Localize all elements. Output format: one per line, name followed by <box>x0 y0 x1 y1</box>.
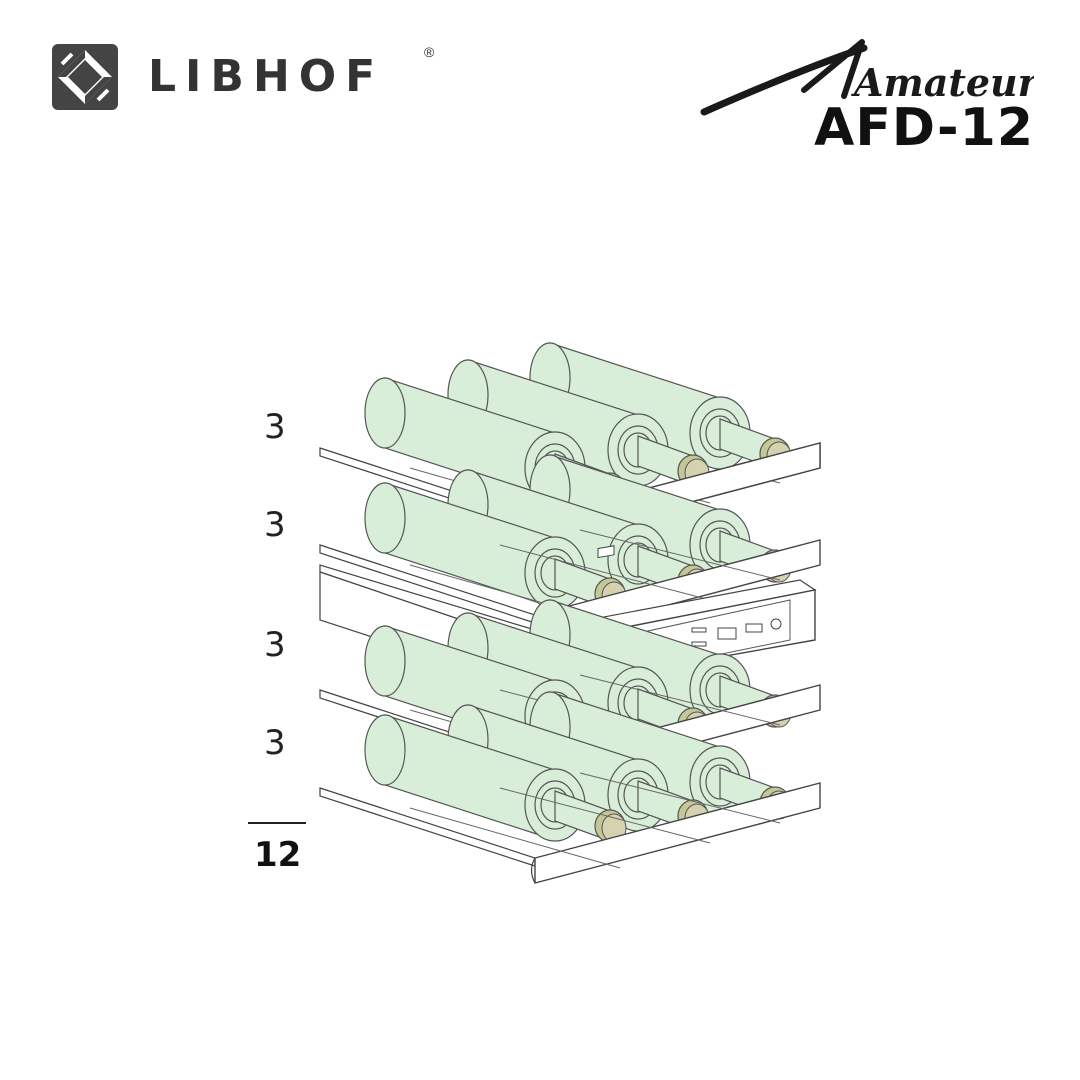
amateur-script-wordmark: Amateur <box>700 39 1034 116</box>
display-icon <box>745 623 763 633</box>
light-button-icon <box>770 618 782 630</box>
libhof-square-logo-icon <box>52 44 118 110</box>
model-title: Amateur AFD-12 <box>694 30 1034 160</box>
slot-icon <box>691 627 707 633</box>
shelf-1-count: 3 <box>264 407 286 447</box>
capacity-tally: 3 3 3 3 12 <box>240 0 320 1080</box>
sum-divider <box>248 822 306 824</box>
brand-logo: LIBHOF ® <box>52 44 434 110</box>
slot-icon <box>691 641 707 647</box>
shelf-3-count: 3 <box>264 625 286 665</box>
shelf-4-count: 3 <box>264 723 286 763</box>
total-count: 12 <box>254 835 302 875</box>
brand-name: LIBHOF <box>148 51 385 102</box>
display-icon <box>717 627 737 640</box>
registered-mark: ® <box>424 44 435 60</box>
display-icon <box>597 545 615 559</box>
model-code: AFD-12 <box>814 98 1034 158</box>
series-name: Amateur <box>851 60 1034 105</box>
shelf-2-count: 3 <box>264 505 286 545</box>
